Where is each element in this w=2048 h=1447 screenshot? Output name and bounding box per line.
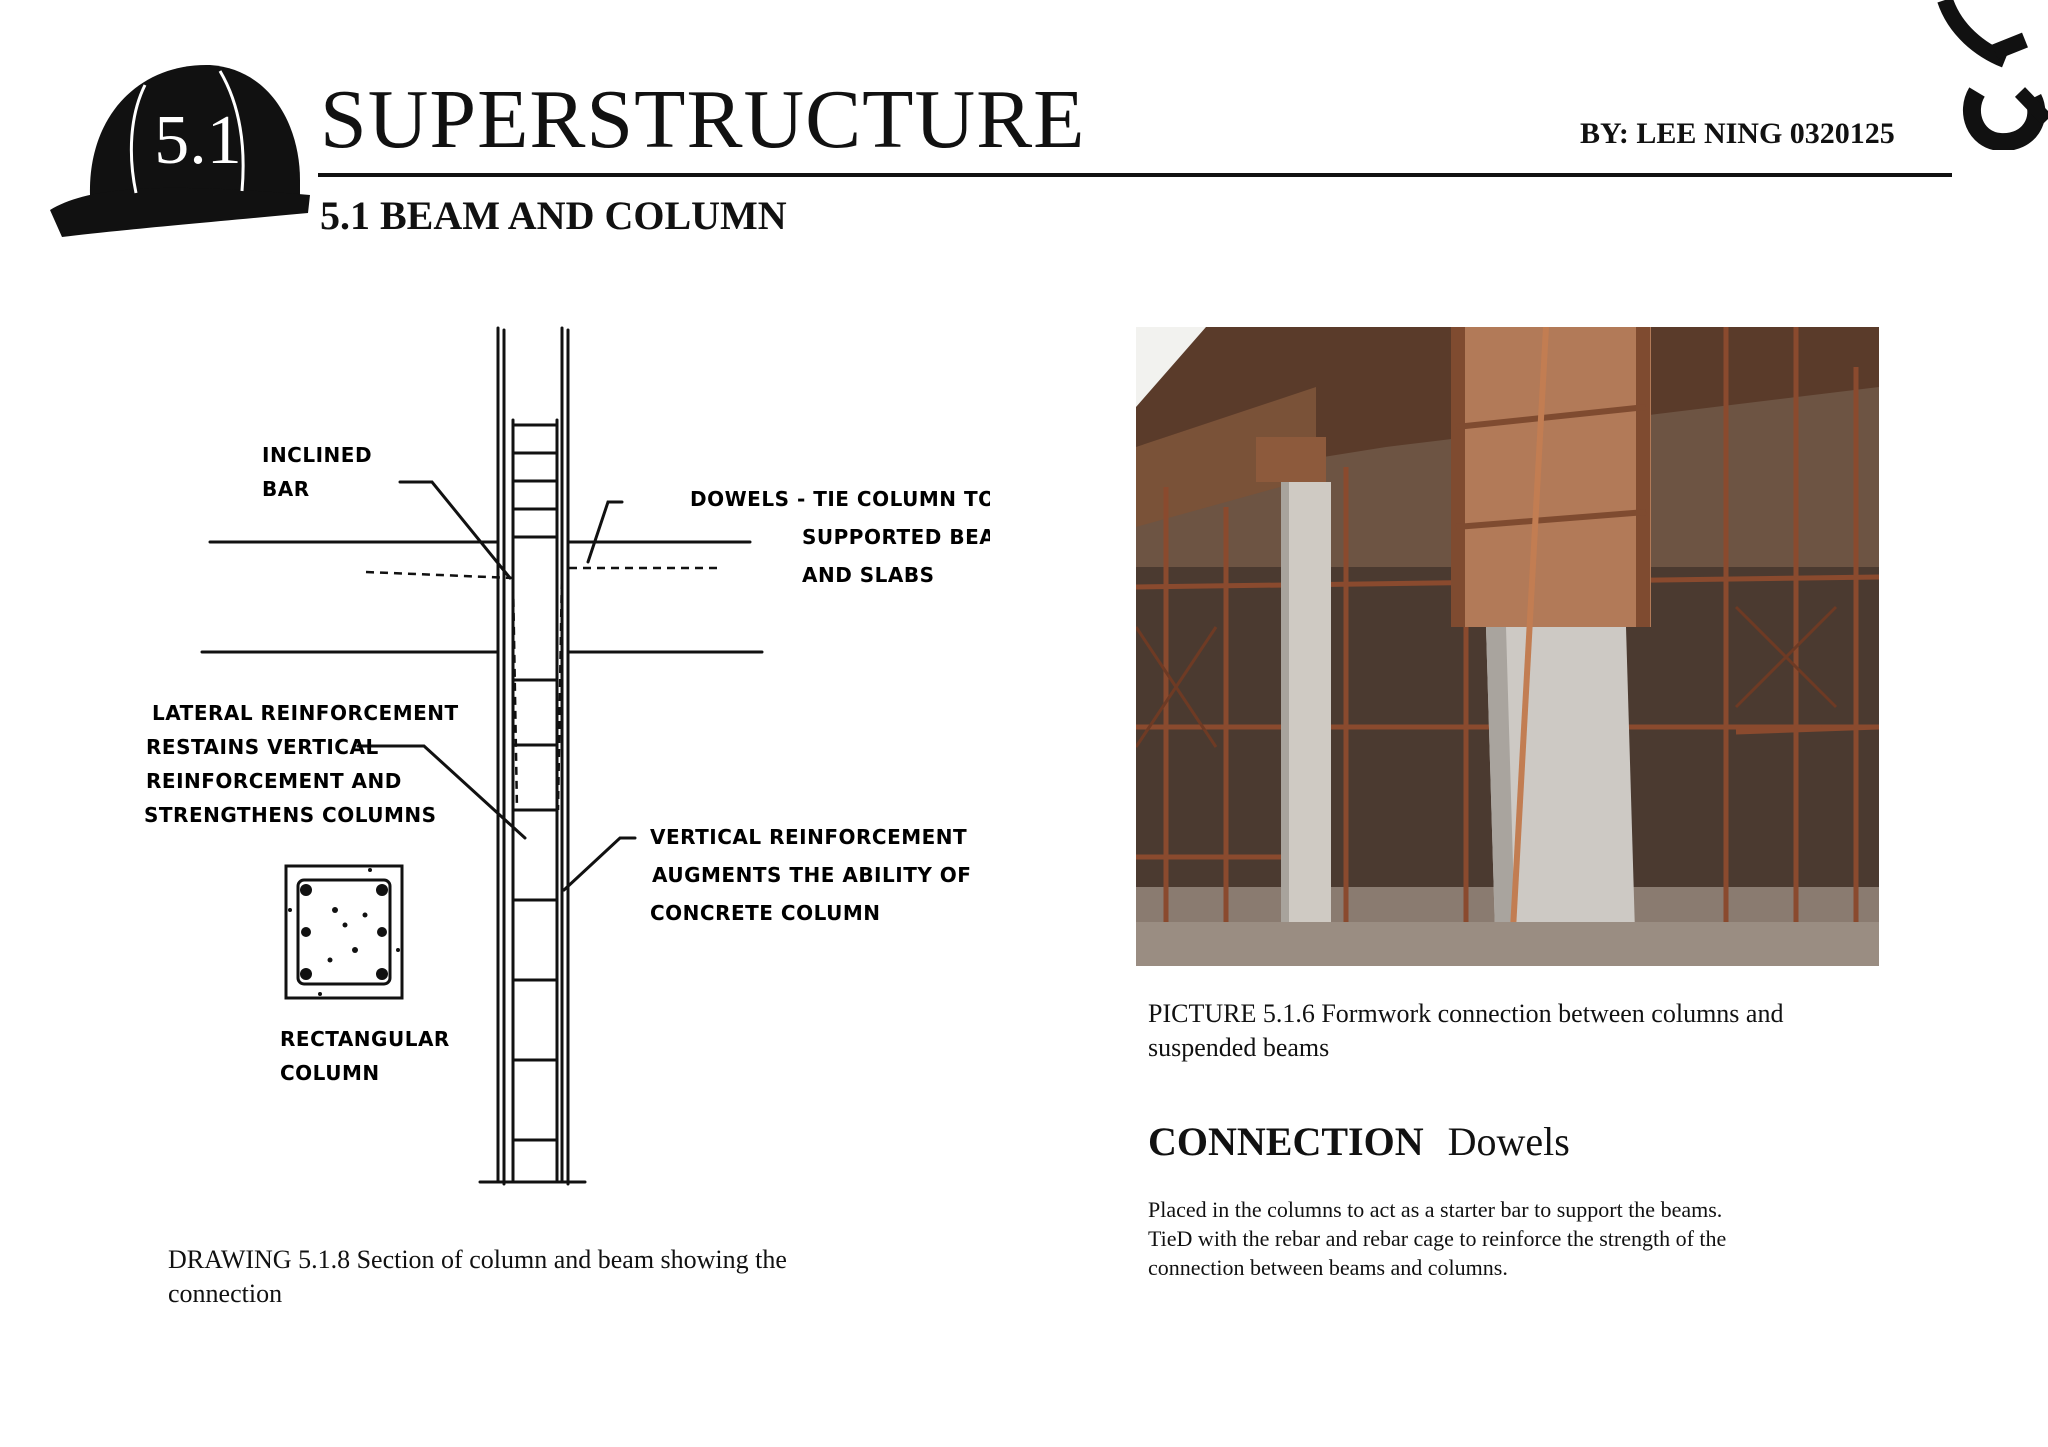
section-subtitle: 5.1 BEAM AND COLUMN <box>320 193 787 238</box>
drawing-caption: DRAWING 5.1.8 Section of column and beam… <box>168 1245 787 1308</box>
connection-description: Placed in the columns to act as a starte… <box>1148 1195 1848 1282</box>
connection-type: Dowels <box>1447 1119 1570 1164</box>
label-lateral-4: STRENGTHENS COLUMNS <box>144 803 437 827</box>
label-lateral-2: RESTAINS VERTICAL <box>146 735 379 759</box>
label-dowels-2: SUPPORTED BEAMS <box>802 525 990 549</box>
label-dowels-3: AND SLABS <box>802 563 935 587</box>
label-rectangular: RECTANGULAR <box>280 1027 450 1051</box>
section-badge: 5.1 <box>154 102 242 179</box>
header-divider <box>318 173 1952 177</box>
label-vertical: VERTICAL REINFORCEMENT <box>650 825 967 849</box>
page-title: SUPERSTRUCTURE <box>320 73 1086 166</box>
description-line: Placed in the columns to act as a starte… <box>1148 1197 1723 1222</box>
label-lateral-3: REINFORCEMENT AND <box>146 769 402 793</box>
description-line: connection between beams and columns. <box>1148 1255 1508 1280</box>
formwork-photo <box>1136 327 1879 966</box>
label-lateral: LATERAL REINFORCEMENT <box>152 701 459 725</box>
crane-hook-icon <box>1937 0 2048 150</box>
column-beam-section-drawing: INCLINED BAR DOWELS - TIE COLUMN TO SUPP… <box>144 326 990 1186</box>
label-inclined-bar-2: BAR <box>262 477 310 501</box>
label-inclined-bar: INCLINED <box>262 443 372 467</box>
label-dowels: DOWELS - TIE COLUMN TO <box>690 487 990 511</box>
hard-hat-icon: 5.1 <box>50 64 310 237</box>
label-rectangular-2: COLUMN <box>280 1061 380 1085</box>
label-vertical-3: CONCRETE COLUMN <box>650 901 881 925</box>
description-line: TieD with the rebar and rebar cage to re… <box>1148 1226 1727 1251</box>
photo-caption: PICTURE 5.1.6 Formwork connection betwee… <box>1148 999 1784 1062</box>
connection-heading: CONNECTION Dowels <box>1148 1118 1570 1165</box>
author-label: BY: LEE NING 0320125 <box>1580 117 1895 150</box>
label-vertical-2: AUGMENTS THE ABILITY OF <box>652 863 971 887</box>
connection-title: CONNECTION <box>1148 1119 1424 1164</box>
